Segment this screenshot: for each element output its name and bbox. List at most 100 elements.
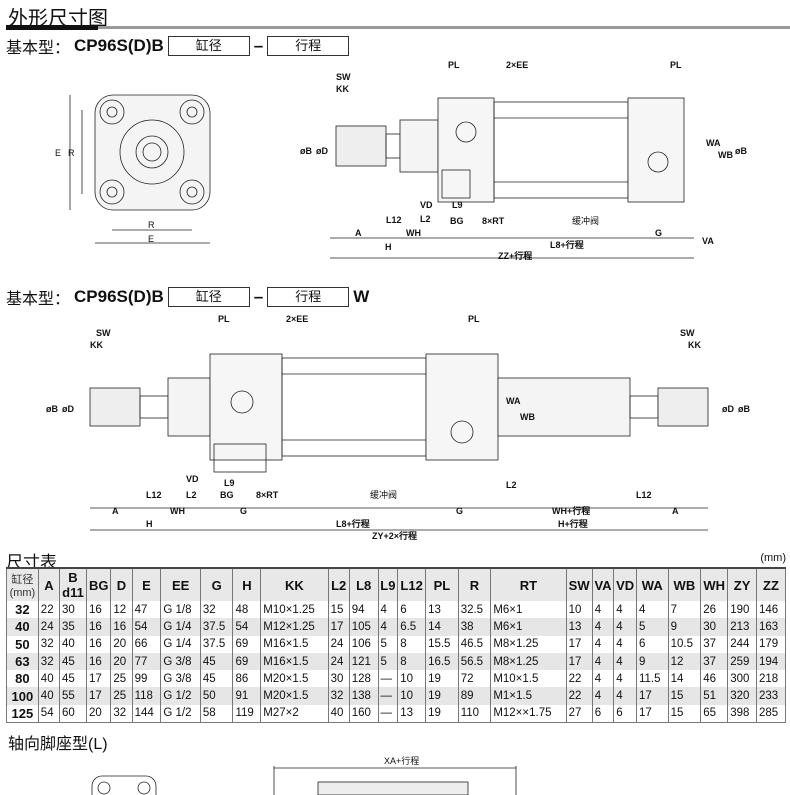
table-cell: 32: [6, 601, 39, 619]
table-cell: G 1/8: [160, 601, 201, 619]
dimension-label: L12: [146, 490, 162, 500]
table-cell: 55: [58, 687, 88, 705]
table-cell: 12: [110, 601, 133, 619]
column-header: G: [199, 568, 234, 601]
table-cell: 38: [457, 618, 492, 636]
drawing-double-rod: PL 2×EE PL SW KK SW KK øB øD WA WB øD øB…: [46, 314, 750, 541]
table-cell: 6.5: [397, 618, 427, 636]
dimension-label: ZZ+行程: [498, 250, 532, 261]
table-cell: 45: [199, 652, 234, 671]
table-cell: 138: [348, 687, 379, 705]
dimension-label: R: [68, 148, 75, 158]
table-cell: 4: [591, 635, 615, 653]
table-cell: 4: [613, 635, 637, 653]
table-cell: 17: [635, 704, 669, 723]
table-cell: 37.5: [199, 635, 234, 653]
table-cell: 16: [85, 618, 112, 636]
dimension-label: KK: [688, 340, 701, 350]
table-cell: 4: [591, 670, 615, 688]
table-cell: 32: [110, 704, 133, 723]
table-cell: 13: [425, 601, 459, 619]
table-cell: M12××1.75: [490, 704, 567, 723]
column-header: KK: [260, 568, 329, 601]
table-cell: 30: [327, 670, 350, 688]
table-cell: 25: [110, 670, 133, 688]
table-cell: 77: [131, 652, 162, 671]
table-cell: 4: [613, 652, 637, 671]
table-cell: 80: [6, 670, 39, 688]
table-cell: 194: [756, 652, 786, 671]
dimension-label: ZY+2×行程: [372, 530, 417, 541]
table-cell: 32: [327, 687, 350, 705]
table-cell: 19: [425, 687, 459, 705]
table-cell: 13: [397, 704, 427, 723]
table-cell: 190: [727, 601, 757, 619]
dimension-label: øB: [46, 404, 58, 414]
dimension-label: BG: [220, 490, 234, 500]
table-cell: 46: [700, 670, 729, 688]
table-cell: 4: [591, 652, 615, 671]
table-cell: 110: [457, 704, 492, 723]
page-title: 外形尺寸图: [8, 8, 108, 30]
table-cell: 7: [667, 601, 702, 619]
dimension-label: WA: [506, 396, 521, 406]
column-header: RT: [490, 568, 567, 601]
table-cell: 17: [565, 635, 593, 653]
table-cell: 128: [348, 670, 379, 688]
dimension-label: WB: [520, 412, 535, 422]
table-cell: 60: [58, 704, 88, 723]
model-prefix: 基本型：: [6, 40, 71, 57]
dimension-label: øB: [300, 146, 312, 156]
dimension-label: G: [655, 228, 662, 238]
dimension-label: H: [385, 242, 392, 252]
table-cell: 65: [700, 704, 729, 723]
model-code: CP96S(D)B: [74, 36, 164, 55]
table-cell: 244: [727, 635, 757, 653]
table-cell: 54: [37, 704, 60, 723]
table-cell: 32: [37, 652, 60, 671]
title-underline: [6, 25, 790, 30]
column-header: E: [131, 568, 162, 601]
table-cell: 32: [199, 601, 234, 619]
table-cell: 32: [37, 635, 60, 653]
table-cell: M20×1.5: [260, 687, 329, 705]
table-cell: 20: [85, 704, 112, 723]
table-cell: 66: [131, 635, 162, 653]
table-cell: 20: [110, 635, 133, 653]
column-header: VD: [613, 568, 637, 601]
table-cell: 30: [700, 618, 729, 636]
table-cell: M16×1.5: [260, 635, 329, 653]
table-cell: 12: [667, 652, 702, 671]
table-cell: M8×1.25: [490, 652, 567, 671]
table-cell: 16: [85, 652, 112, 671]
table-cell: 146: [756, 601, 786, 619]
dimension-label: 缓冲阀: [370, 489, 397, 500]
dimension-label: L12: [636, 490, 652, 500]
table-cell: G 3/8: [160, 670, 201, 688]
table-cell: 10: [397, 687, 427, 705]
dimension-label: L2: [186, 490, 197, 500]
table-cell: 233: [756, 687, 786, 705]
table-cell: 69: [232, 635, 262, 653]
dimension-label: 2×EE: [286, 314, 308, 324]
dash: –: [253, 36, 264, 55]
bore-box: 缸径: [167, 287, 250, 307]
dimension-label: A: [355, 228, 362, 238]
table-cell: 40: [58, 635, 88, 653]
table-cell: G 1/2: [160, 687, 201, 705]
column-header: B d11: [58, 568, 88, 601]
dimension-label: A: [112, 506, 119, 516]
column-header: EE: [160, 568, 201, 601]
dimension-label: VD: [420, 200, 433, 210]
table-cell: 14: [667, 670, 702, 688]
table-cell: 17: [85, 670, 112, 688]
dimension-label: L8+行程: [550, 239, 584, 250]
table-unit: (mm): [760, 552, 786, 564]
dimension-label: E: [148, 234, 154, 244]
